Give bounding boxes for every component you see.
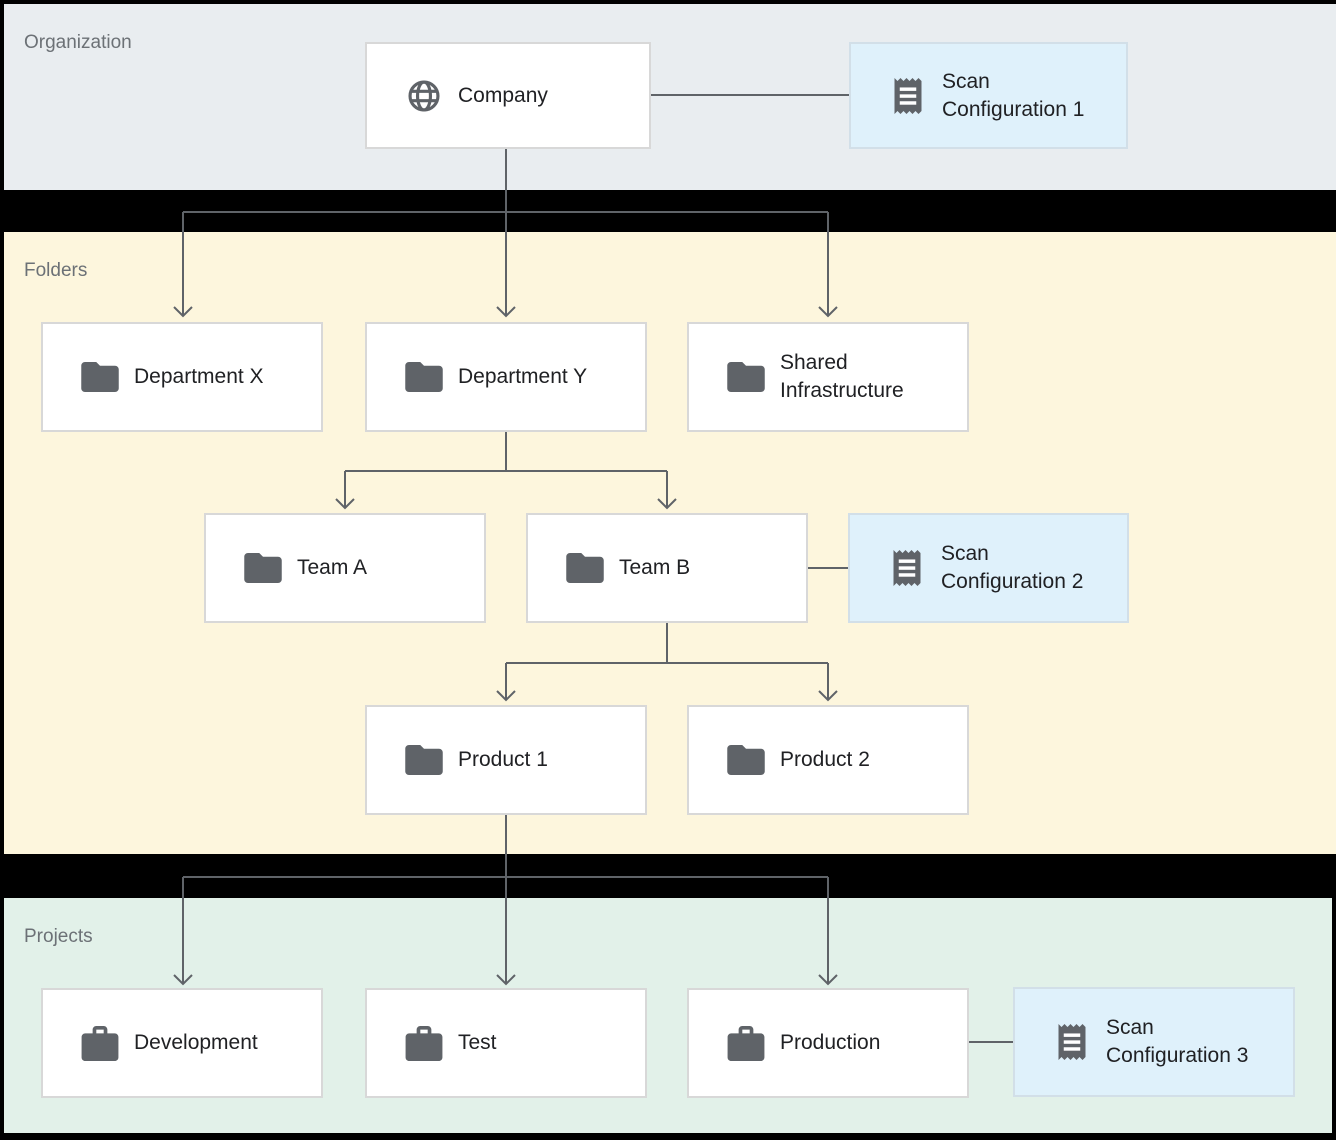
node-label: Shared Infrastructure [780,351,904,402]
node-team-a: Team A [204,513,486,623]
node-test: Test [365,988,647,1098]
node-department-x: Department X [41,322,323,432]
folder-icon [243,553,283,583]
node-product-1: Product 1 [365,705,647,815]
node-shared-infrastructure: Shared Infrastructure [687,322,969,432]
node-label: Development [134,1031,258,1054]
node-label: Production [780,1031,881,1054]
organization-section: Organization [4,4,1336,190]
node-label: Product 1 [458,748,548,771]
node-company: Company [365,42,651,149]
node-label: Scan Configuration 3 [1106,1016,1249,1067]
folder-icon [565,553,605,583]
folder-icon [404,745,444,775]
receipt-icon [1052,1021,1092,1063]
folder-icon [726,362,766,392]
node-production: Production [687,988,969,1098]
receipt-icon [887,547,927,589]
projects-section-label: Projects [24,926,93,947]
briefcase-icon [80,1025,120,1061]
folder-icon [726,745,766,775]
node-label: Department X [134,365,264,388]
node-scan-configuration-3: Scan Configuration 3 [1013,987,1295,1097]
node-scan-configuration-1: Scan Configuration 1 [849,42,1128,149]
node-development: Development [41,988,323,1098]
node-label: Product 2 [780,748,870,771]
node-label: Test [458,1031,497,1054]
organization-section-label: Organization [24,32,132,53]
node-department-y: Department Y [365,322,647,432]
briefcase-icon [726,1025,766,1061]
node-label: Department Y [458,365,588,388]
node-label: Scan Configuration 2 [941,542,1084,593]
node-team-b: Team B [526,513,808,623]
node-scan-configuration-2: Scan Configuration 2 [848,513,1129,623]
folder-icon [404,362,444,392]
globe-icon [404,78,444,114]
node-product-2: Product 2 [687,705,969,815]
node-label: Scan Configuration 1 [942,69,1085,121]
node-label: Team A [297,556,368,579]
node-label: Team B [619,556,691,579]
node-label: Company [458,83,548,107]
folder-icon [80,362,120,392]
receipt-icon [888,75,928,117]
folders-section-label: Folders [24,260,88,281]
briefcase-icon [404,1025,444,1061]
